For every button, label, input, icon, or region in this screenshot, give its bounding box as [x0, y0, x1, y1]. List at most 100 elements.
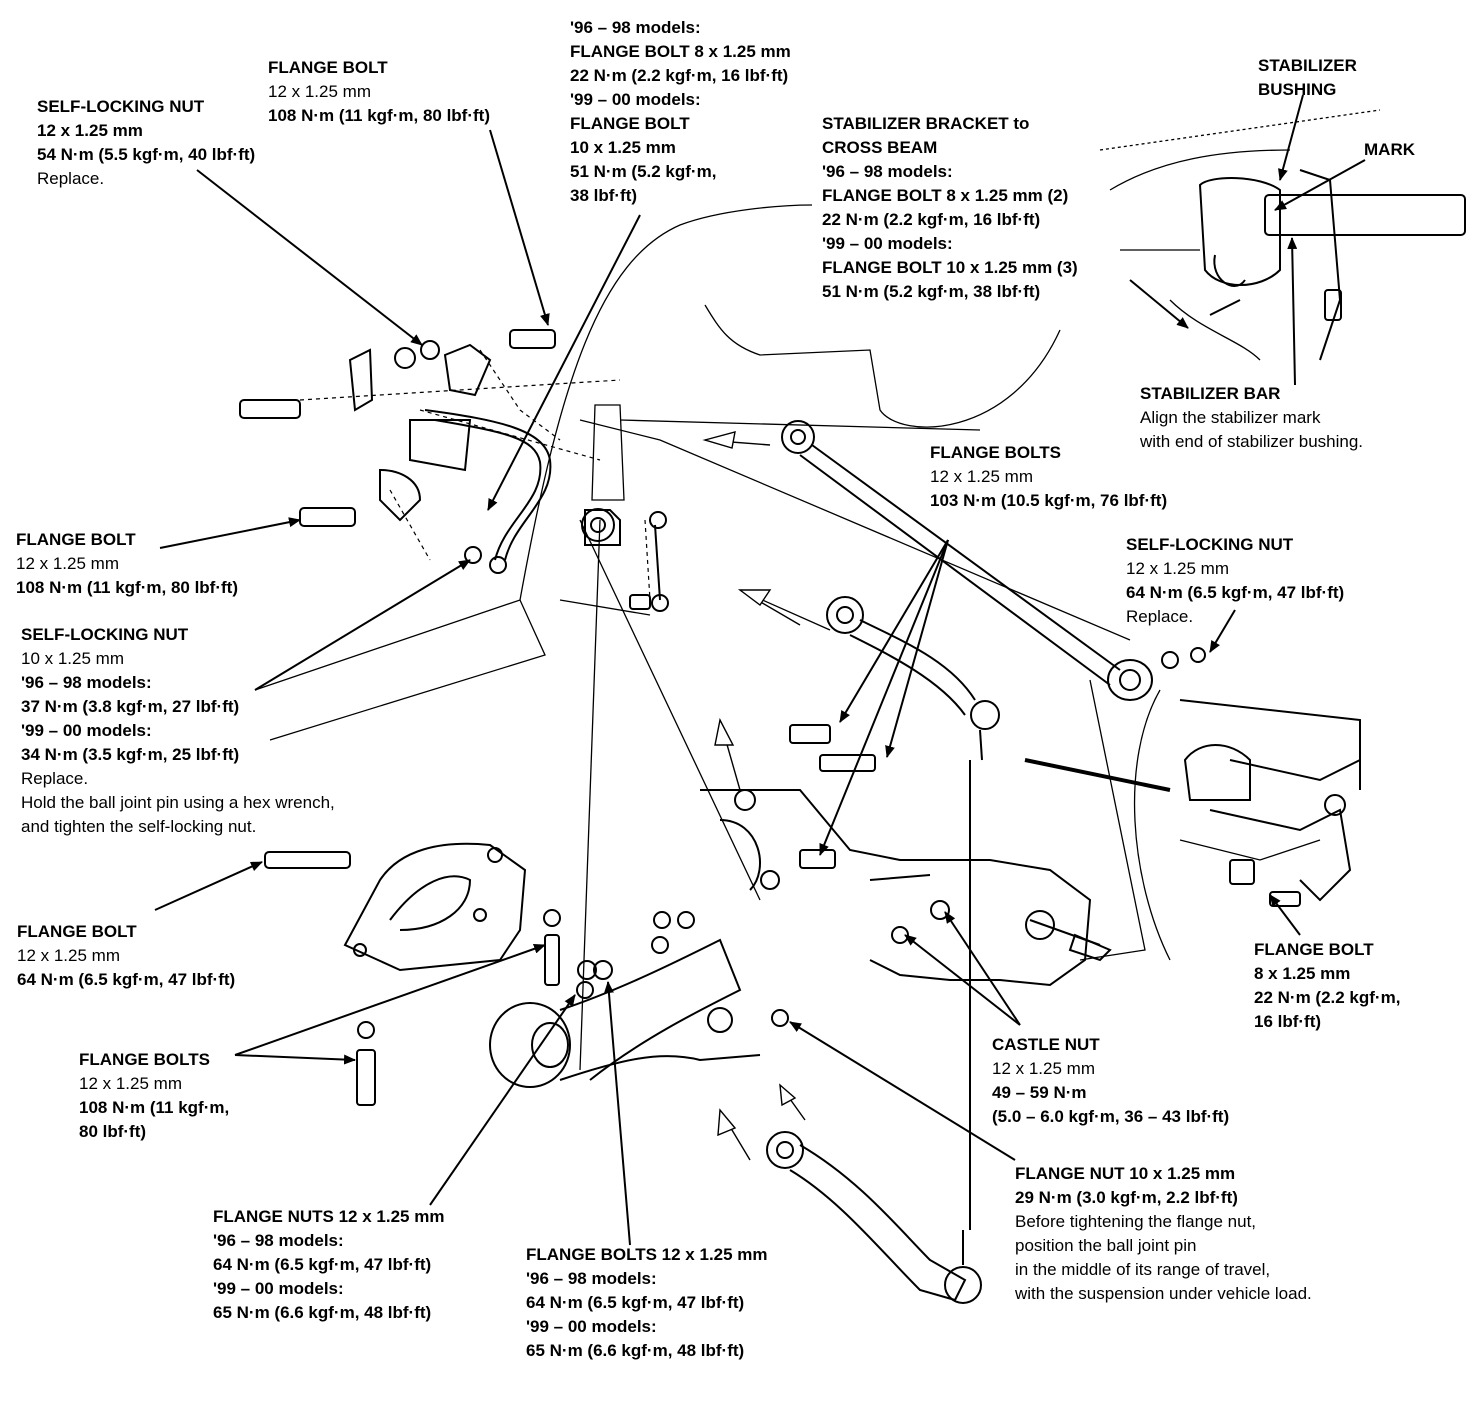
callout-line: STABILIZER — [1258, 56, 1357, 75]
callout-line: FLANGE BOLTS 12 x 1.25 mm — [526, 1245, 768, 1264]
callout-line: '99 – 00 models: — [21, 721, 152, 740]
lower-beam — [264, 760, 982, 1304]
callout-size: 12 x 1.25 mm — [37, 121, 143, 140]
callout-note: in the middle of its range of travel, — [1015, 1260, 1271, 1279]
callout-title: SELF-LOCKING NUT — [1126, 535, 1294, 554]
callout-line: FLANGE BOLT 8 x 1.25 mm — [570, 42, 791, 61]
callout-title: FLANGE BOLT — [17, 922, 137, 941]
callout-torque: 64 N·m (6.5 kgf·m, 47 lbf·ft) — [1126, 583, 1345, 602]
knuckle-inset — [1179, 699, 1361, 907]
callout-line: 51 N·m (5.2 kgf·m, 38 lbf·ft) — [822, 282, 1041, 301]
callout-size: 10 x 1.25 mm — [21, 649, 124, 668]
callout-line: 38 lbf·ft) — [570, 186, 638, 205]
callout-line: '99 – 00 models: — [822, 234, 953, 253]
callout-mark: MARK — [1364, 138, 1415, 162]
callout-line: 64 N·m (6.5 kgf·m, 47 lbf·ft) — [213, 1255, 432, 1274]
callout-torque: 108 N·m (11 kgf·m, — [79, 1098, 230, 1117]
callout-line: 34 N·m (3.5 kgf·m, 25 lbf·ft) — [21, 745, 240, 764]
callout-self-locking-nut-right: SELF-LOCKING NUT 12 x 1.25 mm 64 N·m (6.… — [1126, 533, 1344, 629]
leader-arrows — [154, 94, 1366, 1246]
callout-line: FLANGE NUTS 12 x 1.25 mm — [213, 1207, 445, 1226]
callout-title: FLANGE NUT 10 x 1.25 mm — [1015, 1164, 1236, 1183]
callout-line: 51 N·m (5.2 kgf·m, — [570, 162, 717, 181]
callout-line: 65 N·m (6.6 kgf·m, 48 lbf·ft) — [526, 1341, 745, 1360]
callout-line: 65 N·m (6.6 kgf·m, 48 lbf·ft) — [213, 1303, 432, 1322]
callout-self-locking-nut-top: SELF-LOCKING NUT 12 x 1.25 mm 54 N·m (5.… — [37, 95, 255, 191]
callout-stabilizer-bar: STABILIZER BAR Align the stabilizer mark… — [1140, 382, 1363, 454]
stabilizer-bushing-inset — [1198, 169, 1466, 361]
callout-torque: 108 N·m (11 kgf·m, 80 lbf·ft) — [16, 578, 238, 597]
callout-self-locking-nut-ball: SELF-LOCKING NUT 10 x 1.25 mm '96 – 98 m… — [21, 623, 335, 839]
stabilizer-assembly — [239, 329, 556, 574]
callout-flange-bolt-top: FLANGE BOLT 12 x 1.25 mm 108 N·m (11 kgf… — [268, 56, 490, 128]
callout-note: Replace. — [21, 769, 89, 788]
callout-torque: 29 N·m (3.0 kgf·m, 2.2 lbf·ft) — [1015, 1188, 1238, 1207]
callout-line: CROSS BEAM — [822, 138, 938, 157]
callout-castle-nut: CASTLE NUT 12 x 1.25 mm 49 – 59 N·m (5.0… — [992, 1033, 1229, 1129]
callout-torque: 22 N·m (2.2 kgf·m, — [1254, 988, 1401, 1007]
callout-torque: 80 lbf·ft) — [79, 1122, 147, 1141]
callout-title: FLANGE BOLTS — [79, 1050, 210, 1069]
callout-title: FLANGE BOLTS — [930, 443, 1061, 462]
link-and-arms — [581, 420, 1206, 987]
callout-title: STABILIZER BAR — [1140, 384, 1281, 403]
callout-line: FLANGE BOLT — [570, 114, 690, 133]
callout-line: 37 N·m (3.8 kgf·m, 27 lbf·ft) — [21, 697, 240, 716]
callout-size: 12 x 1.25 mm — [17, 946, 120, 965]
callout-stabilizer-bushing: STABILIZER BUSHING — [1258, 54, 1357, 102]
callout-line: '96 – 98 models: — [21, 673, 152, 692]
callout-torque: 64 N·m (6.5 kgf·m, 47 lbf·ft) — [17, 970, 236, 989]
callout-title: SELF-LOCKING NUT — [37, 97, 205, 116]
callout-size: 12 x 1.25 mm — [16, 554, 119, 573]
callout-torque: 54 N·m (5.5 kgf·m, 40 lbf·ft) — [37, 145, 256, 164]
callout-note: with the suspension under vehicle load. — [1015, 1284, 1312, 1303]
callout-note: Hold the ball joint pin using a hex wren… — [21, 793, 335, 812]
callout-line: BUSHING — [1258, 80, 1337, 99]
callout-line: '96 – 98 models: — [822, 162, 953, 181]
callout-line: 22 N·m (2.2 kgf·m, 16 lbf·ft) — [570, 66, 789, 85]
direction-arrows — [702, 431, 806, 1161]
callout-line: MARK — [1364, 140, 1415, 159]
callout-torque: 108 N·m (11 kgf·m, 80 lbf·ft) — [268, 106, 490, 125]
callout-size: 12 x 1.25 mm — [930, 467, 1033, 486]
callout-size: 12 x 1.25 mm — [268, 82, 371, 101]
callout-line: STABILIZER BRACKET to — [822, 114, 1030, 133]
callout-note: Align the stabilizer mark — [1140, 408, 1321, 427]
callout-flange-bolt-mount: FLANGE BOLT 12 x 1.25 mm 64 N·m (6.5 kgf… — [17, 920, 235, 992]
callout-note: and tighten the self-locking nut. — [21, 817, 257, 836]
callout-torque: 16 lbf·ft) — [1254, 1012, 1322, 1031]
callout-line: '99 – 00 models: — [213, 1279, 344, 1298]
callout-flange-bolts-upper-arm: FLANGE BOLTS 12 x 1.25 mm 103 N·m (10.5 … — [930, 441, 1167, 513]
callout-flange-bolt-left-mid: FLANGE BOLT 12 x 1.25 mm 108 N·m (11 kgf… — [16, 528, 238, 600]
callout-flange-nuts-bottom: FLANGE NUTS 12 x 1.25 mm '96 – 98 models… — [213, 1205, 444, 1325]
callout-flange-bolts-beam: FLANGE BOLTS 12 x 1.25 mm 108 N·m (11 kg… — [79, 1048, 229, 1144]
callout-title: FLANGE BOLT — [1254, 940, 1374, 959]
callout-note: Before tightening the flange nut, — [1015, 1212, 1257, 1231]
callout-flange-nut-lower: FLANGE NUT 10 x 1.25 mm 29 N·m (3.0 kgf·… — [1015, 1162, 1312, 1306]
callout-title: CASTLE NUT — [992, 1035, 1100, 1054]
callout-note: with end of stabilizer bushing. — [1140, 432, 1364, 451]
callout-flange-bolt-knuckle: FLANGE BOLT 8 x 1.25 mm 22 N·m (2.2 kgf·… — [1254, 938, 1400, 1034]
callout-torque: 49 – 59 N·m — [992, 1083, 1087, 1102]
callout-line: '96 – 98 models: — [570, 18, 701, 37]
callout-title: FLANGE BOLT — [268, 58, 388, 77]
callout-line: '96 – 98 models: — [526, 1269, 657, 1288]
callout-size: 12 x 1.25 mm — [992, 1059, 1095, 1078]
explode-lines — [299, 349, 651, 601]
callout-flange-bolt-link: '96 – 98 models: FLANGE BOLT 8 x 1.25 mm… — [570, 16, 791, 208]
callout-title: FLANGE BOLT — [16, 530, 136, 549]
callout-note: position the ball joint pin — [1015, 1236, 1197, 1255]
callout-line: FLANGE BOLT 10 x 1.25 mm (3) — [822, 258, 1078, 277]
callout-line: '99 – 00 models: — [570, 90, 701, 109]
callout-torque: 103 N·m (10.5 kgf·m, 76 lbf·ft) — [930, 491, 1168, 510]
callout-flange-bolts-bottom: FLANGE BOLTS 12 x 1.25 mm '96 – 98 model… — [526, 1243, 768, 1363]
callout-title: SELF-LOCKING NUT — [21, 625, 189, 644]
callout-size: 8 x 1.25 mm — [1254, 964, 1351, 983]
callout-size: 12 x 1.25 mm — [79, 1074, 182, 1093]
callout-line: '99 – 00 models: — [526, 1317, 657, 1336]
callout-stabilizer-bracket: STABILIZER BRACKET to CROSS BEAM '96 – 9… — [822, 112, 1078, 304]
callout-line: 10 x 1.25 mm — [570, 138, 676, 157]
callout-size: 12 x 1.25 mm — [1126, 559, 1229, 578]
